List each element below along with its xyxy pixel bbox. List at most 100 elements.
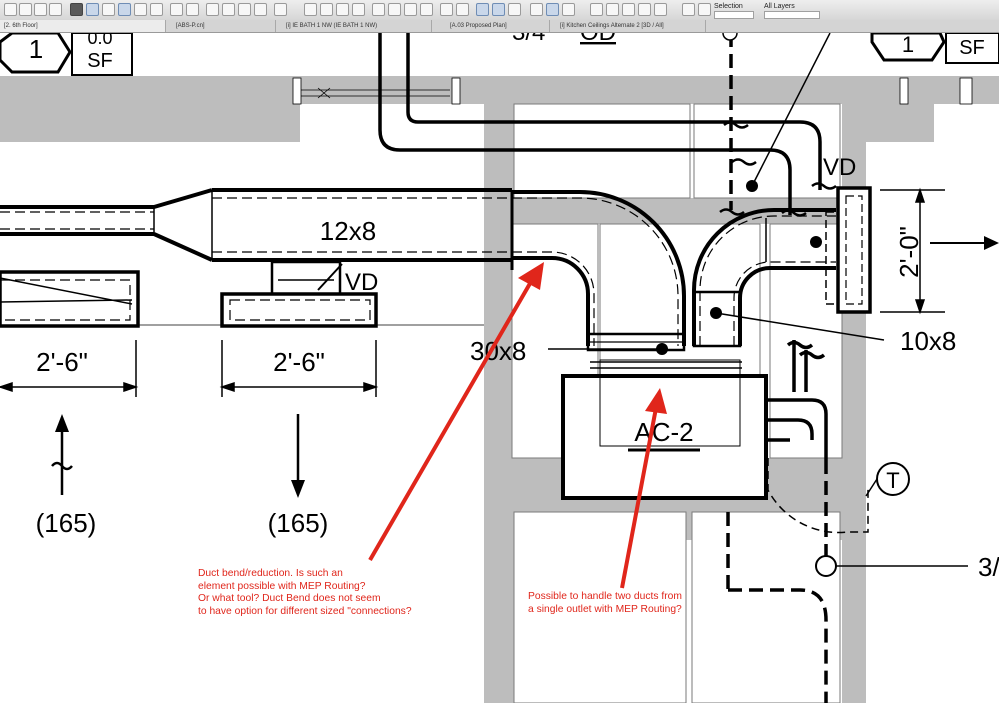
annotation-note-two-ducts: Possible to handle two ducts from a sing… xyxy=(528,591,682,615)
tab-label: [ABS-P.cn] xyxy=(176,23,205,29)
tab-proposed-plan[interactable]: [A.03 Proposed Plan] xyxy=(446,20,550,32)
dimension-label-2-0: 2'-0" xyxy=(894,226,924,278)
volume-damper-label: VD xyxy=(823,154,856,181)
layer-combo-icon[interactable] xyxy=(86,3,99,16)
3d-view-icon[interactable] xyxy=(476,3,489,16)
eyedropper-icon[interactable] xyxy=(134,3,147,16)
layers-label: All Layers xyxy=(764,3,795,10)
room-area-unit: SF xyxy=(87,50,113,72)
leader-line xyxy=(715,312,885,341)
dimension-2-6-right xyxy=(219,340,379,397)
grid-icon[interactable] xyxy=(654,3,667,16)
edge-callout-label: 3/ xyxy=(978,552,999,582)
split-icon[interactable] xyxy=(388,3,401,16)
teamwork-icon[interactable] xyxy=(698,3,711,16)
room-number: 1 xyxy=(29,34,43,64)
arrow-tool-icon[interactable] xyxy=(4,3,17,16)
text-tool-icon[interactable] xyxy=(206,3,219,16)
pipe-leader-dot xyxy=(746,180,758,192)
layout-book-icon[interactable] xyxy=(546,3,559,16)
elevate-icon[interactable] xyxy=(456,3,469,16)
star-icon[interactable] xyxy=(530,3,543,16)
drain-riser-icon xyxy=(722,33,738,41)
ac-unit-2[interactable] xyxy=(561,359,768,500)
airflow-arrow-up xyxy=(51,414,73,495)
duct-elbow-30x8[interactable] xyxy=(512,190,686,352)
render-icon[interactable] xyxy=(590,3,603,16)
duct-size-label-10x8: 10x8 xyxy=(900,326,956,356)
pen-set-icon[interactable] xyxy=(70,3,83,16)
tab-label: [i] Kitchen Ceilings Alternate 2 [3D / A… xyxy=(560,23,664,29)
camera-icon[interactable] xyxy=(622,3,635,16)
annotation-arrow-right xyxy=(620,388,667,589)
cleanout-icon xyxy=(815,555,837,577)
tab-label: [2. 6th Floor] xyxy=(4,23,38,29)
drain-line xyxy=(726,33,828,703)
group-icon[interactable] xyxy=(254,3,267,16)
thermostat-icon[interactable] xyxy=(865,462,910,497)
lock-icon[interactable] xyxy=(238,3,251,16)
tab-ie-bath[interactable]: [i] IE BATH 1 NW (IE BATH 1 NW) xyxy=(282,20,432,32)
rotate-icon[interactable] xyxy=(320,3,333,16)
damper-dot xyxy=(810,236,822,248)
volume-damper-label-left: VD xyxy=(345,269,378,296)
supply-grille-left[interactable] xyxy=(220,260,378,328)
room-area: 0.0 xyxy=(87,33,112,48)
stretch-icon[interactable] xyxy=(336,3,349,16)
view-tab-bar: [2. 6th Floor] [ABS-P.cn] [i] IE BATH 1 … xyxy=(0,20,999,33)
layers-dropdown[interactable] xyxy=(764,11,820,19)
orbit-icon[interactable] xyxy=(508,3,521,16)
offset-icon[interactable] xyxy=(352,3,365,16)
dimension-label-2-6-left: 2'-6" xyxy=(36,347,88,377)
view-map-icon[interactable] xyxy=(562,3,575,16)
selection-label: Selection xyxy=(714,3,743,10)
room-number: 1 xyxy=(902,33,914,57)
syringe-icon[interactable] xyxy=(150,3,163,16)
intersect-icon[interactable] xyxy=(420,3,433,16)
floor-icon[interactable] xyxy=(606,3,619,16)
fill-tool-icon[interactable] xyxy=(186,3,199,16)
airflow-cfm-right: (165) xyxy=(268,508,329,538)
marquee-tool-icon[interactable] xyxy=(19,3,32,16)
supply-grille[interactable] xyxy=(825,186,872,314)
marker-icon[interactable] xyxy=(638,3,651,16)
return-grille-left[interactable] xyxy=(0,270,140,328)
unit-connections xyxy=(768,340,828,460)
unit-label-ac-2: AC-2 xyxy=(634,417,693,447)
toolbar: Selection All Layers xyxy=(0,0,999,21)
dimension-2-0 xyxy=(880,187,945,315)
window xyxy=(292,77,973,105)
airflow-arrow-right xyxy=(930,236,999,250)
label-tool-icon[interactable] xyxy=(222,3,235,16)
duct-branch-10x8[interactable] xyxy=(692,208,836,348)
align-icon[interactable] xyxy=(274,3,287,16)
duct-size-label-12x8: 12x8 xyxy=(320,216,376,246)
walls xyxy=(0,76,999,703)
redo-icon[interactable] xyxy=(49,3,62,16)
floor-plan-canvas[interactable]: 1 0.0 SF 1 SF 3/4 OD xyxy=(0,33,999,703)
room-tag-right[interactable]: 1 SF xyxy=(870,33,999,64)
section-view-icon[interactable] xyxy=(492,3,505,16)
annotation-arrow-left xyxy=(368,262,544,562)
room-area-unit: SF xyxy=(959,37,985,59)
room-tag-left[interactable]: 1 0.0 SF xyxy=(0,33,133,76)
duct-main[interactable] xyxy=(0,188,514,270)
adjust-icon[interactable] xyxy=(404,3,417,16)
tab-kitchen-ceilings[interactable]: [i] Kitchen Ceilings Alternate 2 [3D / A… xyxy=(556,20,706,32)
magic-wand-icon[interactable] xyxy=(102,3,115,16)
airflow-cfm-left: (165) xyxy=(36,508,97,538)
selection-dropdown[interactable] xyxy=(714,11,754,19)
tab-6th-floor[interactable]: [2. 6th Floor] xyxy=(0,20,166,32)
tab-abs-p[interactable]: [ABS-P.cn] xyxy=(172,20,276,32)
refresh-icon[interactable] xyxy=(682,3,695,16)
move-icon[interactable] xyxy=(440,3,453,16)
mirror-icon[interactable] xyxy=(304,3,317,16)
display-order-icon[interactable] xyxy=(118,3,131,16)
airflow-arrow-down xyxy=(291,414,305,498)
refrigerant-lines xyxy=(378,33,831,215)
fraction-label: 3/4 xyxy=(512,33,545,46)
trim-icon[interactable] xyxy=(372,3,385,16)
tab-label: [i] IE BATH 1 NW (IE BATH 1 NW) xyxy=(286,23,378,29)
undo-icon[interactable] xyxy=(34,3,47,16)
line-tool-icon[interactable] xyxy=(170,3,183,16)
